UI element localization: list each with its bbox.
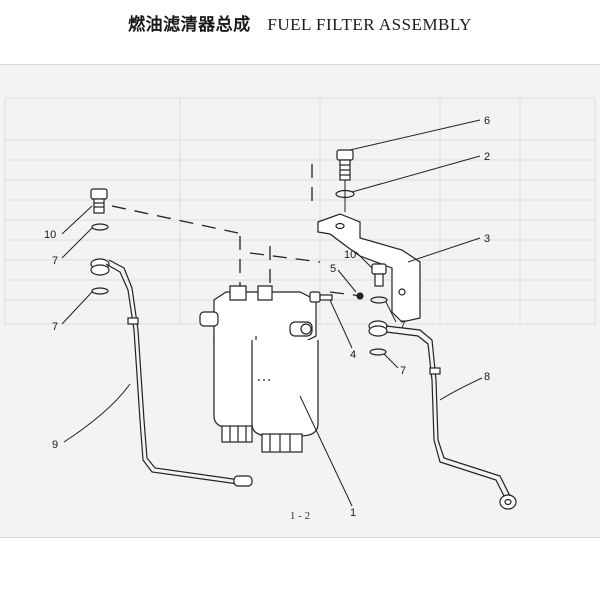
callout-7-d: 7 [400, 365, 406, 377]
callout-9: 9 [52, 439, 58, 451]
title-chinese: 燃油滤清器总成 [128, 15, 251, 35]
callout-2: 2 [484, 151, 490, 163]
callout-1: 1 [350, 507, 356, 519]
banjo-bolt-left [90, 188, 108, 214]
callout-5: 4 [350, 349, 356, 361]
page-number: 1 - 2 [289, 510, 311, 522]
callout-4: 5 [330, 263, 336, 275]
fuel-pipe-left [105, 259, 253, 487]
washer-left-lower [91, 287, 109, 295]
callout-7-b: 7 [52, 321, 58, 333]
callout-10-right: 10 [344, 249, 356, 261]
washer-right-lower [369, 348, 387, 356]
banjo-bolt-right [371, 263, 387, 287]
mounting-bracket [317, 213, 421, 323]
callout-10-left: 10 [44, 229, 56, 241]
callout-7-a: 7 [52, 255, 58, 267]
banjo-fitting-left [90, 258, 110, 276]
small-washer-4 [356, 292, 364, 300]
fuel-pipe-right [385, 325, 517, 510]
washer-right-upper [370, 296, 388, 304]
fuel-filter-body [199, 285, 319, 453]
mounting-bolt [336, 149, 354, 181]
callout-7-c: 7 [400, 319, 406, 331]
banjo-fitting-right [368, 320, 388, 337]
ghost-table [4, 97, 596, 325]
callout-3: 3 [484, 233, 490, 245]
callout-labels: 10 7 7 9 1 6 2 3 10 5 4 7 7 8 [44, 115, 490, 519]
title-english: FUEL FILTER ASSEMBLY [267, 15, 472, 34]
callout-6: 6 [484, 115, 490, 127]
page-title: 燃油滤清器总成 FUEL FILTER ASSEMBLY [0, 10, 600, 35]
screw-5 [309, 291, 333, 303]
leader-lines [61, 119, 483, 507]
callout-8: 8 [484, 371, 490, 383]
washer-left-upper [91, 223, 109, 231]
